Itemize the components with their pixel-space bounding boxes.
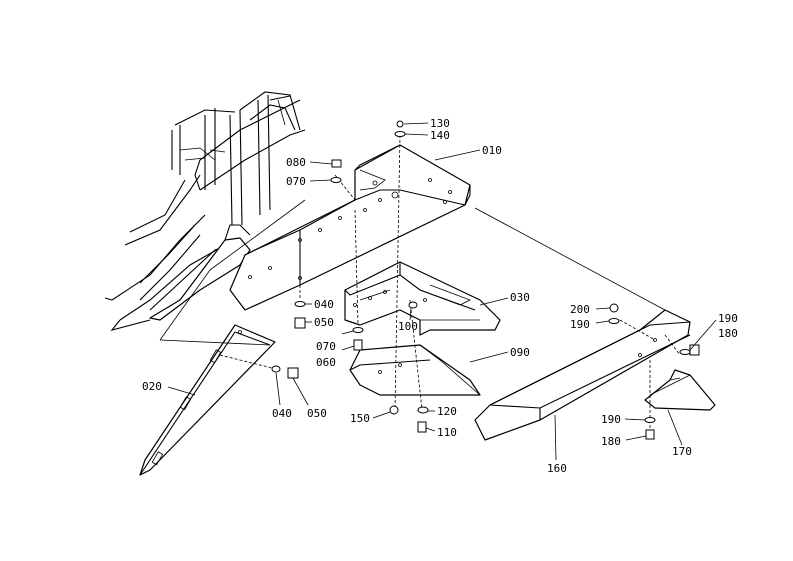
callout-180-upper: 180: [718, 327, 738, 340]
leader-lines: [167, 122, 717, 461]
callout-120: 120: [437, 405, 457, 418]
part-030-bracket: [344, 261, 501, 336]
bolt-050-icon: [294, 317, 306, 329]
nut-200-icon: [609, 303, 619, 313]
callout-190-right: 190: [718, 312, 738, 325]
washer-070b-icon: [352, 327, 364, 333]
callout-010: 010: [482, 144, 502, 157]
callout-020: 020: [142, 380, 162, 393]
callout-190-upper: 190: [570, 318, 590, 331]
callout-130: 130: [430, 117, 450, 130]
callout-070-upper: 070: [286, 175, 306, 188]
callout-200: 200: [570, 303, 590, 316]
callout-040-upper: 040: [314, 298, 334, 311]
washer-070-icon: [330, 177, 342, 183]
callout-050-upper: 050: [314, 316, 334, 329]
bolt-050b-icon: [287, 367, 299, 379]
bolt-060-icon: [353, 339, 363, 351]
callout-060: 060: [316, 356, 336, 369]
hardware: [271, 120, 700, 440]
callout-080: 080: [286, 156, 306, 169]
washer-040-icon: [294, 301, 306, 307]
callout-110: 110: [437, 426, 457, 439]
bolt-180b-icon: [645, 429, 655, 440]
washer-190c-icon: [644, 417, 656, 423]
washer-120-icon: [417, 406, 429, 414]
nut-080-icon: [331, 159, 342, 168]
part-010-beam: [229, 144, 471, 311]
callout-090: 090: [510, 346, 530, 359]
part-090-plate: [349, 344, 481, 396]
callout-labels: 130 140 010 080 070 040 050 070 060 100 …: [142, 117, 738, 475]
callout-030: 030: [510, 291, 530, 304]
washer-190-icon: [608, 318, 620, 324]
washer-190b-icon: [679, 349, 691, 355]
callout-070-lower: 070: [316, 340, 336, 353]
callout-170: 170: [672, 445, 692, 458]
washer-040b-icon: [271, 365, 281, 373]
callout-150: 150: [350, 412, 370, 425]
callout-040-lower: 040: [272, 407, 292, 420]
bolt-130-icon: [396, 120, 404, 128]
washer-140-icon: [394, 131, 406, 137]
callout-050-lower: 050: [307, 407, 327, 420]
nut-150-icon: [389, 405, 399, 415]
callout-100: 100: [398, 320, 418, 333]
assembly-lines: [159, 134, 681, 432]
washer-100-icon: [408, 301, 418, 309]
callout-190-lower: 190: [601, 413, 621, 426]
callout-140: 140: [430, 129, 450, 142]
bolt-180-icon: [689, 344, 700, 356]
callout-180-lower: 180: [601, 435, 621, 448]
part-020-bracket: [139, 324, 276, 476]
part-160-beam: [474, 309, 691, 441]
part-170-bracket: [644, 369, 716, 411]
bolt-110-icon: [417, 421, 427, 433]
callout-160: 160: [547, 462, 567, 475]
